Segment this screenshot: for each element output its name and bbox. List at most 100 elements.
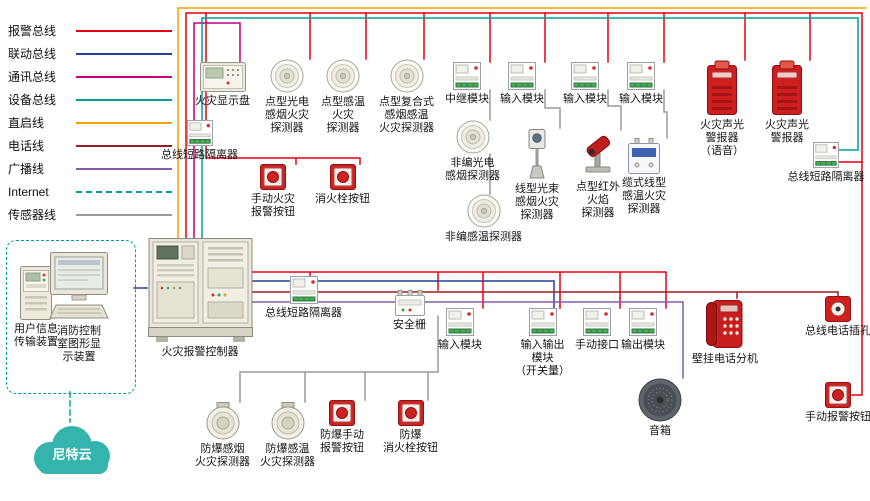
device-label: 点型红外 火焰 探测器 bbox=[576, 181, 620, 220]
nite-cloud: 尼特云 bbox=[22, 418, 122, 480]
device-speaker: 音箱 bbox=[638, 378, 682, 438]
legend-label: 通讯总线 bbox=[8, 70, 57, 84]
manual-interface-icon bbox=[583, 308, 611, 336]
legend-line-swatch bbox=[76, 144, 172, 147]
device-label: 火灾报警控制器 bbox=[161, 346, 239, 358]
device-label: 消防控制 室图形显 示装置 bbox=[57, 325, 101, 364]
device-ex-heat-detector: 防爆感温 火灾探测器 bbox=[260, 402, 315, 469]
controller-cabinet-icon bbox=[148, 238, 253, 343]
legend-label: Internet bbox=[8, 184, 49, 199]
device-point-smoke-detector: 点型光电 感烟火灾 探测器 bbox=[265, 59, 309, 136]
legend-line-swatch bbox=[76, 190, 172, 193]
cloud-icon bbox=[34, 426, 110, 474]
safety-barrier-icon bbox=[395, 290, 425, 316]
device-cable-heat-detector: 缆式线型 感温火灾 探测器 bbox=[622, 138, 666, 217]
audible-visual-alarm-icon bbox=[770, 60, 804, 116]
legend-item-internet: Internet bbox=[8, 180, 172, 203]
legend-line-swatch bbox=[76, 213, 172, 216]
device-label: 总线短路隔离器 bbox=[787, 171, 865, 183]
device-ex-manual-button: 防爆手动 报警按钮 bbox=[320, 400, 364, 455]
legend-label: 联动总线 bbox=[8, 47, 57, 61]
device-isolator-mid: 总线短路隔离器 bbox=[265, 276, 342, 320]
device-label: 点型复合式 感烟感温 火灾探测器 bbox=[379, 96, 434, 135]
legend-item-sensor-line: 传感器线 bbox=[8, 203, 172, 226]
device-label: 输入模块 bbox=[500, 93, 544, 105]
legend-item-linkage-bus: 联动总线 bbox=[8, 42, 172, 65]
control-room-group-box bbox=[6, 240, 136, 394]
legend-item-broadcast-line: 广播线 bbox=[8, 157, 172, 180]
device-ex-smoke-detector: 防爆感烟 火灾探测器 bbox=[195, 402, 250, 469]
device-manual-fire-button: 手动火灾 报警按钮 bbox=[251, 164, 295, 219]
device-label: 壁挂电话分机 bbox=[692, 353, 758, 365]
device-phone-jack: 总线电话插孔 bbox=[796, 296, 870, 338]
device-fire-display-panel: 火灾显示盘 bbox=[195, 62, 250, 108]
input-module-icon bbox=[446, 308, 474, 336]
manual-call-point-icon bbox=[825, 382, 851, 408]
device-label: 线型光束 感烟火灾 探测器 bbox=[515, 183, 559, 222]
legend-label: 广播线 bbox=[8, 162, 45, 176]
device-input-module-2: 输入模块 bbox=[563, 62, 607, 106]
device-label: 输入输出 模块 （开关量） bbox=[515, 339, 570, 378]
beam-detector-icon bbox=[520, 128, 554, 180]
device-input-module-4: 输入模块 bbox=[438, 308, 482, 352]
device-label: 输入模块 bbox=[619, 93, 663, 105]
telephone-icon bbox=[705, 298, 745, 350]
flame-detector-icon bbox=[582, 130, 614, 178]
device-output-module: 输出模块 bbox=[621, 308, 665, 352]
device-label: 总线电话插孔 bbox=[805, 325, 870, 337]
legend-item-alarm-bus: 报警总线 bbox=[8, 19, 172, 42]
device-label: 缆式线型 感温火灾 探测器 bbox=[622, 177, 666, 216]
legend-item-comm-bus: 通讯总线 bbox=[8, 65, 172, 88]
device-label: 点型感温 火灾 探测器 bbox=[321, 96, 365, 135]
device-label: 手动报警按钮 bbox=[805, 411, 870, 423]
combo-detector-icon bbox=[390, 59, 424, 93]
device-label: 中继模块 bbox=[445, 93, 489, 105]
device-safety-barrier: 安全栅 bbox=[393, 290, 426, 332]
device-manual-alarm-button: 手动报警按钮 bbox=[796, 382, 870, 424]
device-graphic-display-workstation: 消防控制 室图形显 示装置 bbox=[48, 252, 110, 365]
device-label: 消火栓按钮 bbox=[315, 193, 370, 205]
device-av-alarm-voice: 火灾声光 警报器 （语音） bbox=[700, 60, 744, 159]
device-flame-detector: 点型红外 火焰 探测器 bbox=[576, 130, 620, 221]
device-ex-hydrant-button: 防爆 消火栓按钮 bbox=[383, 400, 438, 455]
bus-isolator-icon bbox=[813, 142, 839, 168]
legend-item-device-bus: 设备总线 bbox=[8, 88, 172, 111]
hydrant-button-icon bbox=[398, 400, 424, 426]
legend-line-swatch bbox=[76, 167, 172, 170]
device-label: 手动火灾 报警按钮 bbox=[251, 193, 295, 219]
device-hydrant-button: 消火栓按钮 bbox=[315, 164, 370, 206]
device-label: 用户信息 传输装置 bbox=[14, 323, 58, 349]
legend-line-swatch bbox=[76, 121, 172, 124]
legend-label: 报警总线 bbox=[8, 24, 57, 38]
device-label: 防爆感温 火灾探测器 bbox=[260, 443, 315, 469]
legend-line-swatch bbox=[76, 75, 172, 78]
device-fire-alarm-controller: 火灾报警控制器 bbox=[145, 238, 255, 359]
manual-call-point-icon bbox=[329, 400, 355, 426]
device-label: 防爆感烟 火灾探测器 bbox=[195, 443, 250, 469]
device-label: 安全栅 bbox=[393, 319, 426, 331]
legend-label: 传感器线 bbox=[8, 208, 57, 222]
device-label: 总线短路隔离器 bbox=[265, 307, 342, 319]
device-wall-phone: 壁挂电话分机 bbox=[692, 298, 758, 366]
device-label: 火灾声光 警报器 bbox=[765, 119, 809, 145]
speaker-icon bbox=[638, 378, 682, 422]
ex-heat-detector-icon bbox=[271, 402, 305, 440]
device-label: 输出模块 bbox=[621, 339, 665, 351]
heat-detector-icon bbox=[467, 194, 501, 228]
device-user-info-transmitter: 用户信息 传输装置 bbox=[1, 266, 71, 349]
manual-call-point-icon bbox=[260, 164, 286, 190]
device-isolator-right: 总线短路隔离器 bbox=[782, 142, 870, 184]
legend-label: 电话线 bbox=[8, 139, 45, 153]
cloud-label: 尼特云 bbox=[52, 447, 92, 462]
device-label: 非编光电 感烟探测器 bbox=[445, 157, 500, 183]
fire-display-panel-icon bbox=[200, 62, 246, 92]
device-beam-detector: 线型光束 感烟火灾 探测器 bbox=[515, 128, 559, 223]
phone-jack-icon bbox=[825, 296, 851, 322]
bus-isolator-icon bbox=[187, 120, 213, 146]
legend-line-swatch bbox=[76, 52, 172, 55]
device-label: 防爆手动 报警按钮 bbox=[320, 429, 364, 455]
legend-item-direct-line: 直启线 bbox=[8, 111, 172, 134]
legend-line-swatch bbox=[76, 29, 172, 32]
device-label: 总线短路隔离器 bbox=[161, 149, 238, 161]
